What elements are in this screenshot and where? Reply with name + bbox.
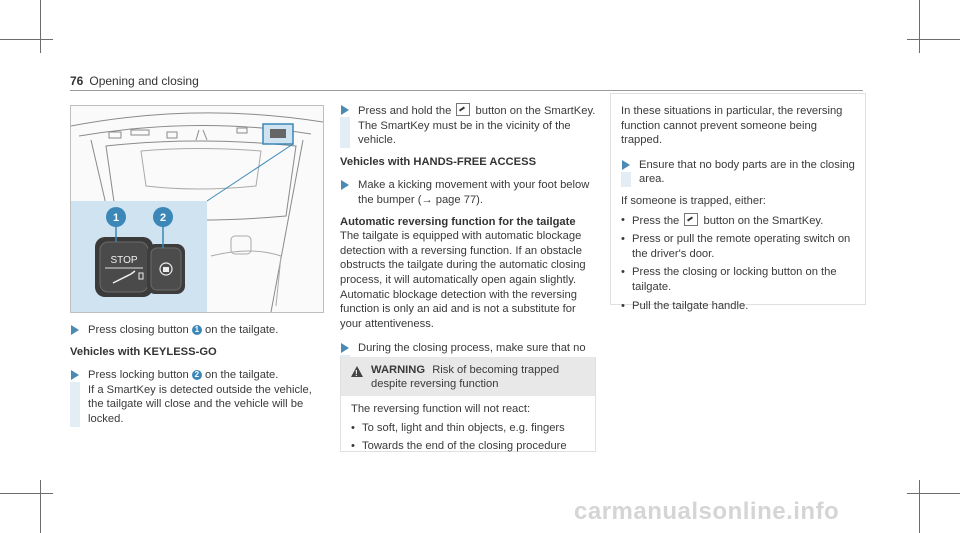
- column-1: Press closing button 1 on the tailgate. …: [70, 323, 328, 434]
- page-header: 76 Opening and closing: [70, 74, 199, 88]
- warning-item: To soft, light and thin objects, e.g. fi…: [351, 421, 585, 436]
- heading-reversing-function: Automatic reversing function for the tai…: [340, 215, 576, 228]
- step-arrow-icon: [341, 180, 349, 191]
- warning-icon: [351, 366, 363, 381]
- step-ensure-no-body-parts: Ensure that no body parts are in the clo…: [621, 158, 855, 187]
- step-arrow-icon: [341, 343, 349, 354]
- callout-2: [153, 207, 173, 227]
- callout-2-label: 2: [160, 212, 166, 224]
- header-rule: [70, 90, 863, 91]
- warning-title: Risk of becoming trapped despite reversi…: [371, 364, 560, 390]
- crop-mark: [907, 493, 960, 494]
- section-title: Opening and closing: [89, 74, 199, 88]
- step-bar: [340, 117, 350, 148]
- warning-label: WARNING: [371, 364, 426, 376]
- page-number: 76: [70, 74, 84, 88]
- watermark: carmanualsonline.info: [574, 498, 840, 525]
- tailgate-drawing: 1 2 STOP: [71, 112, 323, 312]
- warning-box: WARNING Risk of becoming trapped despite…: [340, 357, 596, 454]
- info-item: Press or pull the remote operating switc…: [621, 232, 855, 261]
- info-box: In these situations in particular, the r…: [610, 93, 866, 313]
- step-bar: [70, 382, 80, 427]
- step-press-closing-button: Press closing button 1 on the tailgate.: [70, 323, 328, 338]
- stop-label: STOP: [110, 255, 137, 266]
- info-item: Press the button on the SmartKey.: [621, 212, 855, 229]
- heading-hands-free: Vehicles with HANDS-FREE ACCESS: [340, 155, 537, 168]
- step-arrow-icon: [71, 325, 79, 335]
- info-paragraph: In these situations in particular, the r…: [621, 105, 843, 147]
- callout-1-label: 1: [113, 212, 119, 224]
- warning-intro: The reversing function will not react:: [351, 403, 531, 415]
- tailgate-button-icon: [684, 212, 699, 226]
- info-item: Pull the tailgate handle.: [621, 299, 855, 314]
- step-arrow-icon: [71, 370, 79, 381]
- crop-mark: [919, 0, 920, 53]
- callout-1-icon: 1: [191, 325, 202, 335]
- info-item: Press the closing or locking button on t…: [621, 265, 855, 294]
- step-press-hold-smartkey: Press and hold the button on the SmartKe…: [340, 103, 596, 148]
- step-bar: [621, 171, 631, 187]
- step-press-locking-button: Press locking button 2 on the tailgate. …: [70, 368, 328, 427]
- callout-1: [106, 207, 126, 227]
- crop-mark: [40, 480, 41, 533]
- crop-mark: [40, 0, 41, 53]
- callout-2-icon: 2: [191, 370, 202, 381]
- crop-mark: [919, 480, 920, 533]
- crop-mark: [907, 39, 960, 40]
- column-2: Press and hold the button on the SmartKe…: [340, 103, 596, 378]
- warning-item: Towards the end of the closing procedure: [351, 439, 585, 454]
- warning-header: WARNING Risk of becoming trapped despite…: [341, 357, 595, 396]
- step-arrow-icon: [341, 105, 349, 115]
- step-arrow-icon: [622, 159, 630, 170]
- crop-mark: [0, 493, 53, 494]
- info-lead: If someone is trapped, either:: [621, 194, 766, 207]
- step-kicking-movement: Make a kicking movement with your foot b…: [340, 178, 596, 207]
- warning-body: The reversing function will not react: T…: [341, 396, 595, 454]
- heading-keyless-go: Vehicles with KEYLESS-GO: [70, 345, 217, 358]
- crop-mark: [0, 39, 53, 40]
- tailgate-button-icon: [456, 103, 471, 116]
- reversing-description: The tailgate is equipped with automatic …: [340, 230, 586, 330]
- step-locking-detail: If a SmartKey is detected outside the ve…: [88, 383, 312, 425]
- tailgate-illustration: 1 2 STOP: [70, 105, 324, 313]
